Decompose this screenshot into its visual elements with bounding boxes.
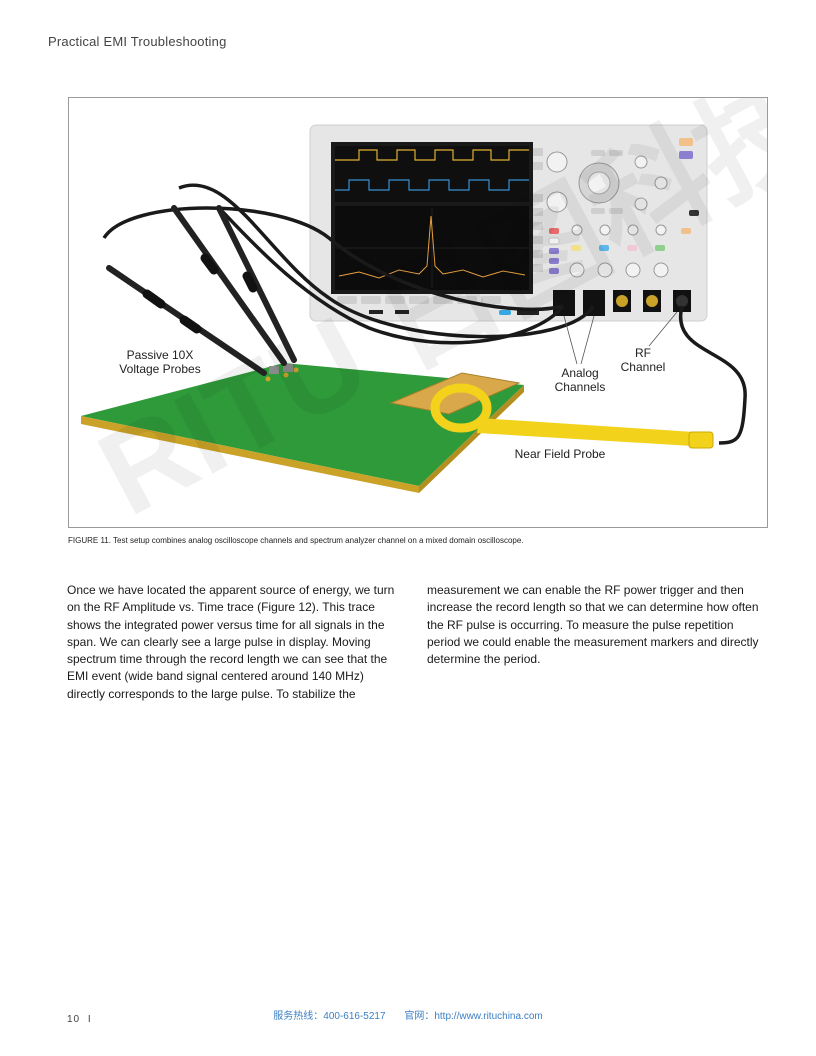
near-field-probe [389, 372, 714, 449]
test-setup-illustration: RITU 日图科技 Passive 10X Voltage Probes Ana… [78, 98, 767, 527]
running-header: Practical EMI Troubleshooting [48, 34, 227, 49]
body-column-right: measurement we can enable the RF power t… [427, 582, 761, 668]
figure-11: RITU 日图科技 Passive 10X Voltage Probes Ana… [68, 97, 768, 528]
figure-caption: FIGURE 11. Test setup combines analog os… [68, 536, 524, 545]
probe-cables [102, 183, 747, 445]
label-analog-line1: Analog [561, 366, 598, 380]
label-probes-line2: Voltage Probes [119, 362, 200, 376]
passive-probes [106, 205, 299, 382]
page-number: 10 [67, 1014, 81, 1025]
footer-page-number: 10 I [67, 1014, 92, 1025]
label-probes-line1: Passive 10X [127, 348, 194, 362]
body-paragraph-left: Once we have located the apparent source… [67, 583, 395, 701]
body-paragraph-right: measurement we can enable the RF power t… [427, 583, 759, 667]
label-rf-line2: Channel [621, 360, 666, 374]
oscilloscope [309, 124, 708, 322]
label-analog-line2: Channels [555, 380, 606, 394]
footer-hotline: 服务热线：400-616-5217 [273, 1011, 386, 1022]
page-separator: I [87, 1014, 92, 1025]
footer-website-link[interactable]: 官网：http://www.rituchina.com [404, 1011, 543, 1022]
label-near-field: Near Field Probe [515, 447, 606, 461]
footer-contact: 服务热线：400-616-5217 官网：http://www.rituchin… [0, 1007, 816, 1022]
body-column-left: Once we have located the apparent source… [67, 582, 401, 703]
label-rf-line1: RF [635, 346, 651, 360]
